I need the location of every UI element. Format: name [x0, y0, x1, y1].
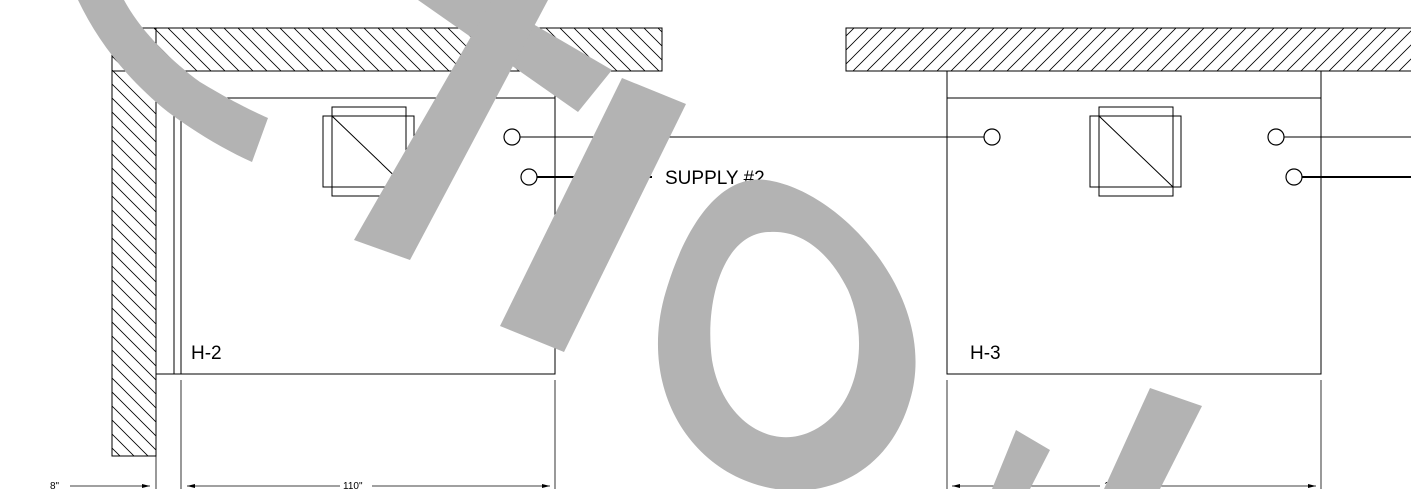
duct-fixture-h3: [1089, 106, 1182, 197]
room-h3-label: H-3: [970, 343, 1001, 364]
room-h3-outline: [946, 70, 1322, 375]
left-wall: [111, 27, 157, 457]
watermark-letter-n: [1104, 388, 1202, 489]
dim-wall-thickness: 8": [50, 481, 60, 489]
watermark-letter-c: [78, 0, 268, 162]
top-wall-h3: [845, 27, 1411, 72]
watermark-letter-n-left: [992, 430, 1050, 489]
room-h3: H-3: [946, 70, 1322, 375]
watermark-letter-o: [657, 179, 916, 489]
supply-1-port-h2: [503, 128, 521, 146]
supply-1-port-h3: [983, 128, 1001, 146]
watermark-letter-i: [500, 78, 686, 352]
supply-2-port-h3: [1285, 168, 1303, 186]
supply-1-port-h3-right: [1267, 128, 1285, 146]
walls: [111, 27, 1411, 457]
supply-2-port-h2: [520, 168, 538, 186]
watermark-letter-t-stem: [354, 0, 548, 260]
watermark: [78, 0, 1202, 489]
dim-h2-width: 110": [343, 481, 363, 489]
room-h2-label: H-2: [191, 343, 222, 364]
dimensions: 8" 110" 110": [50, 376, 1322, 489]
